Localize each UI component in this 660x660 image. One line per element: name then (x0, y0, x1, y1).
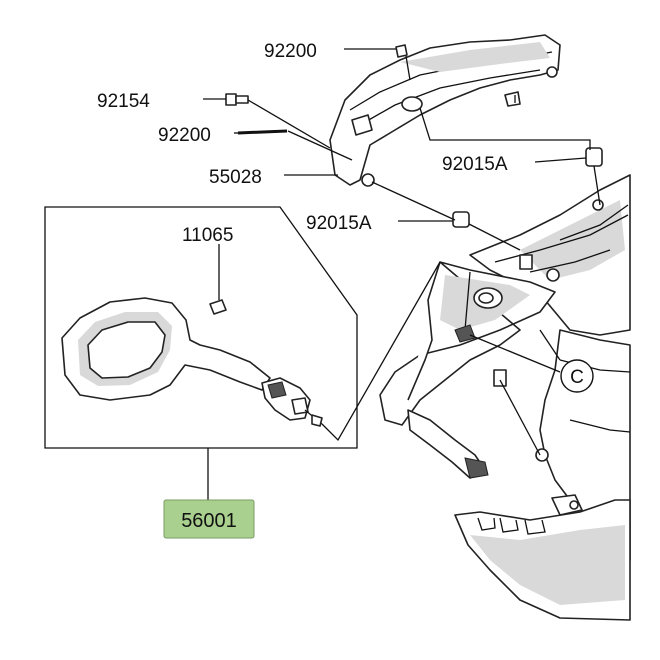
label-92015a-right: 92015A (442, 154, 508, 175)
label-11065: 11065 (182, 225, 233, 246)
assembly-bounding-box (44, 206, 358, 449)
label-55028: 55028 (209, 167, 262, 188)
callout-c-label: C (570, 367, 584, 388)
callout-c-circle (560, 359, 594, 393)
label-92200-top: 92200 (264, 41, 317, 62)
label-92200-mid: 92200 (158, 125, 211, 146)
label-56001: 56001 (181, 510, 237, 532)
leader-lines (203, 48, 601, 500)
mirror-assembly-illustration (44, 206, 358, 449)
bracket-55028-illustration (329, 34, 561, 187)
label-92015a-mid: 92015A (306, 213, 372, 234)
body-cowl-illustration (379, 174, 631, 621)
label-92154: 92154 (97, 91, 150, 112)
fasteners-illustration (225, 44, 603, 228)
part-56001-highlight (163, 499, 255, 539)
